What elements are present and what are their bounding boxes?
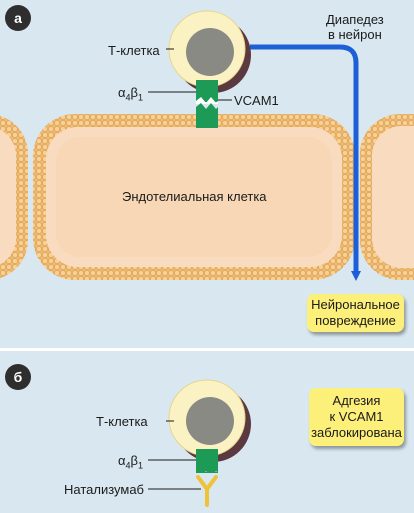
vcam1-receptor: [196, 103, 218, 128]
integrin-receptor-b: [196, 449, 218, 473]
neighbour-endothelial-cell-left: [0, 115, 28, 279]
natalizumab-label: Натализумаб: [64, 482, 144, 497]
panel-b-badge: б: [5, 364, 31, 390]
endothelial-label: Эндотелиальная клетка: [122, 189, 267, 204]
diapedesis-label: Диапедез в нейрон: [326, 12, 384, 42]
t-cell-b-label: Т-клетка: [96, 414, 148, 429]
integrin-b-label: α4β1: [118, 453, 144, 471]
endothelial-cell: [33, 114, 355, 280]
vcam1-label: VCAM1: [234, 93, 279, 108]
t-cell: [168, 10, 251, 93]
t-cell-b: [168, 379, 251, 462]
adhesion-blocked-box: Адгезия к VCAM1 заблокирована: [309, 388, 404, 446]
nucleus-b: [186, 397, 234, 445]
t-cell-label: Т-клетка: [108, 43, 160, 58]
neuronal-damage-box: Нейрональное повреждение: [307, 294, 404, 332]
neighbour-endothelial-cell-right: [360, 114, 414, 280]
panel-a-badge: а: [5, 5, 31, 31]
integrin-label: α4β1: [118, 85, 144, 103]
natalizumab-antibody-icon: [196, 475, 218, 507]
integrin-receptor: [196, 80, 218, 104]
diapedesis-arrow: [250, 44, 361, 281]
nucleus: [186, 28, 234, 76]
